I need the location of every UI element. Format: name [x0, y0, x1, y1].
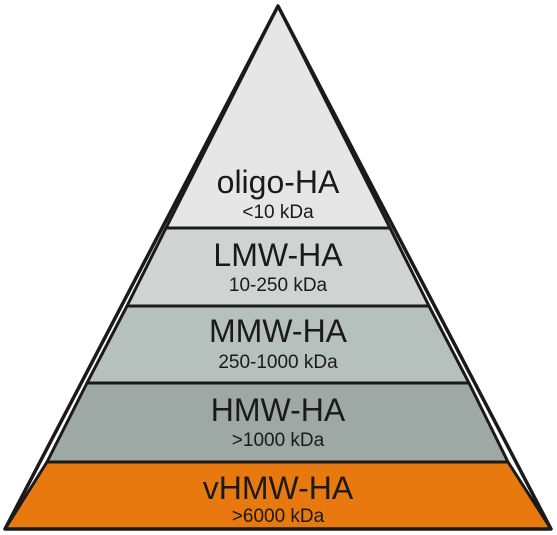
tier-hmw-ha-range: >1000 kDa	[232, 430, 325, 451]
tier-oligo-ha-name: oligo-HA	[217, 164, 340, 200]
pyramid-outline	[3, 4, 553, 531]
tier-lmw-ha-name: LMW-HA	[213, 237, 343, 273]
tier-lmw-ha-range: 10-250 kDa	[229, 275, 328, 296]
tier-vhmw-ha-name: vHMW-HA	[203, 470, 354, 506]
tier-hmw-ha-name: HMW-HA	[211, 392, 346, 428]
tier-vhmw-ha-range: >6000 kDa	[232, 506, 325, 527]
tier-mmw-ha-range: 250-1000 kDa	[218, 352, 338, 373]
tier-mmw-ha-name: MMW-HA	[209, 313, 348, 349]
tier-oligo-ha-range: <10 kDa	[242, 202, 314, 223]
